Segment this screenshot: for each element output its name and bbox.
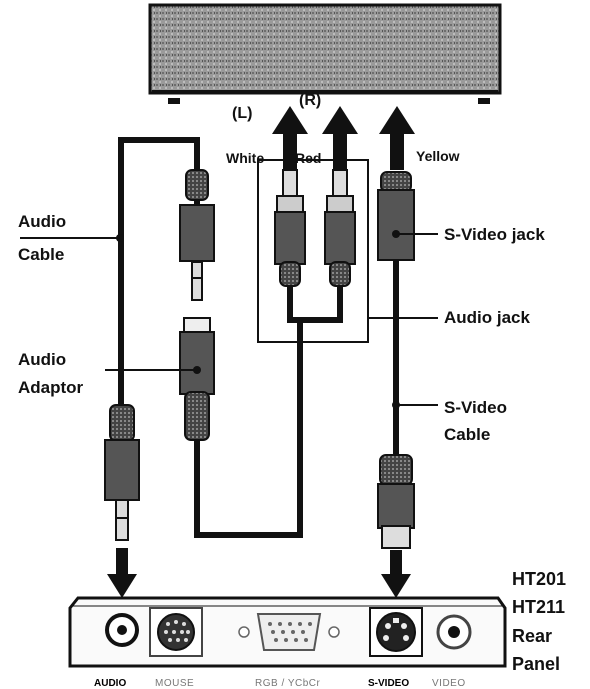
leader-dot [116,234,124,242]
video-port-label: VIDEO [432,678,466,689]
svideo-plug-upper [377,171,415,261]
rgb-port-label: RGB / YCbCr [255,678,320,689]
audio-mini-plug-lower [104,404,140,541]
audio-jack-label: Audio jack [444,308,531,327]
svideo-plug-lower [377,454,415,549]
leader-dot [193,366,201,374]
arrow-up-icon [379,106,415,170]
svideo-port[interactable] [369,607,423,657]
right-channel-label: (R) [299,92,321,109]
white-label: White [226,150,264,166]
video-device [148,3,502,104]
svideo-jack-label: S-Video jack [444,225,545,244]
audio-adaptor-label: Audio [18,350,66,369]
rca-plug-red [324,169,356,287]
mouse-port-label: MOUSE [155,678,194,689]
arrow-down-icon [107,548,137,598]
audio-adaptor [179,317,303,538]
rca-plug-white [274,169,306,287]
leader-dot [392,401,400,409]
rca-plug-box [257,159,369,343]
rgb-port[interactable] [238,613,340,651]
svideo-cable-label: Cable [444,425,490,444]
panel-title: Rear [512,626,552,646]
svideo-port-label: S-VIDEO [368,678,409,689]
leader-dot [392,230,400,238]
panel-title: Panel [512,654,560,674]
model-label: HT211 [512,597,565,617]
left-channel-label: (L) [232,105,252,122]
audio-cable-label: Audio [18,212,66,231]
model-label: HT201 [512,569,566,589]
red-label: Red [295,150,321,166]
yellow-label: Yellow [416,148,460,164]
audio-cable-label: Cable [18,245,64,264]
audio-port-label: AUDIO [94,678,126,689]
rca-y-split [287,286,343,323]
svideo-cable-label: S-Video [444,398,507,417]
audio-adaptor-label: Adaptor [18,378,84,397]
video-port[interactable] [436,614,472,650]
audio-port[interactable] [105,613,139,647]
audio-mini-plug-upper [179,169,215,301]
arrow-down-icon [381,550,411,598]
mouse-port[interactable] [149,607,203,657]
